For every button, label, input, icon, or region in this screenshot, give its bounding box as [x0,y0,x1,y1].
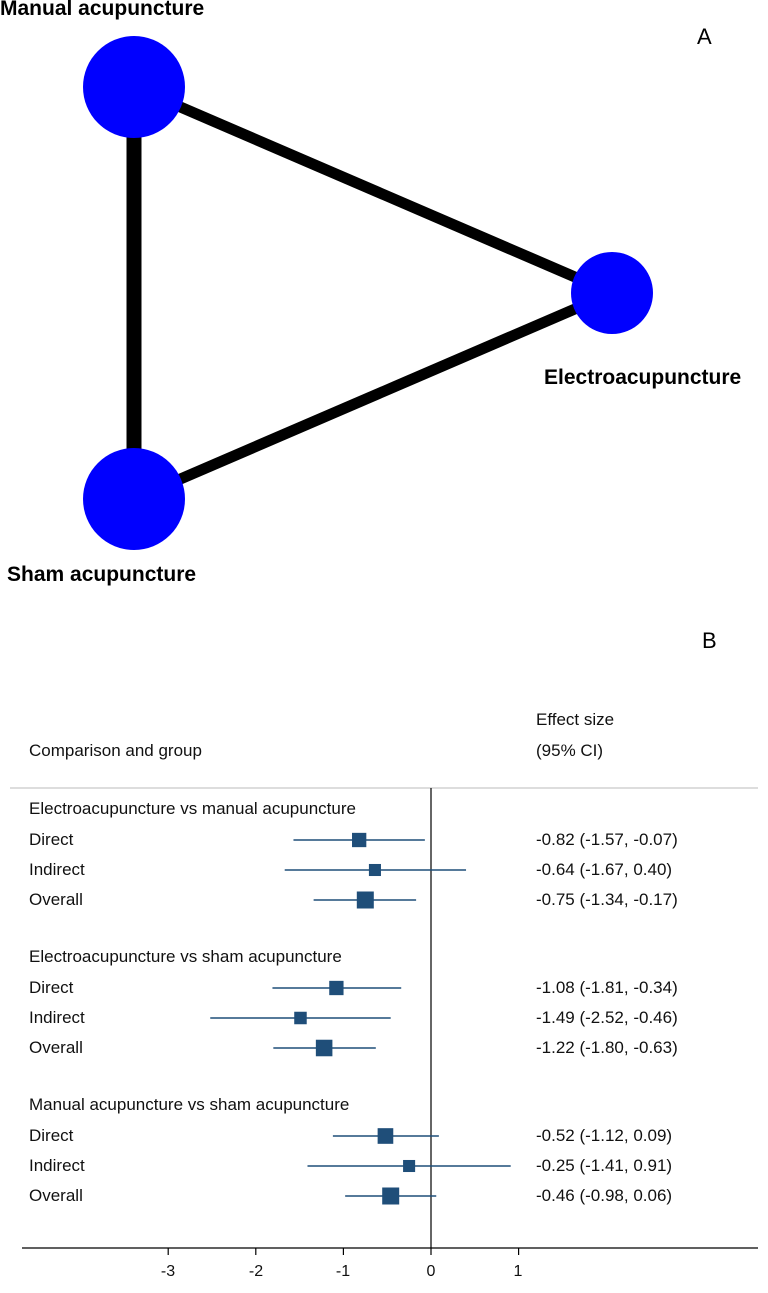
point-estimate [382,1187,400,1205]
network-edge-manual-electro [131,81,615,299]
row-label: Overall [29,1038,83,1057]
forest-header-right-2: (95% CI) [536,741,604,760]
node-label-electro: Electroacupuncture [544,366,742,389]
panel-letter-a: A [697,24,712,49]
group-title-1: Electroacupuncture vs manual acupuncture [29,799,356,818]
x-tick-label: -3 [160,1263,176,1280]
point-estimate [329,980,344,996]
forest-header-left: Comparison and group [29,741,202,760]
point-estimate [315,1039,333,1057]
network-node-electro [571,252,653,334]
group-title-3: Manual acupuncture vs sham acupuncture [29,1095,350,1114]
row-ci-text: -0.25 (-1.41, 0.91) [536,1156,673,1175]
row-label: Indirect [29,860,85,879]
row-ci-text: -0.75 (-1.34, -0.17) [536,890,678,909]
x-tick-label: -1 [335,1263,351,1280]
row-label: Direct [29,978,74,997]
group-title-2: Electroacupuncture vs sham acupuncture [29,947,342,966]
row-label: Direct [29,1126,74,1145]
x-tick-label: -2 [248,1263,264,1280]
point-estimate [377,1128,394,1144]
x-tick-label: 1 [513,1263,523,1280]
panel-letter-b: B [702,628,717,653]
node-label-sham: Sham acupuncture [7,563,197,586]
network-edge-electro-sham [131,287,615,505]
x-tick-label: 0 [426,1263,436,1280]
node-label-manual: Manual acupuncture [0,0,205,20]
row-label: Direct [29,830,74,849]
row-ci-text: -0.64 (-1.67, 0.40) [536,860,673,879]
point-estimate [368,863,381,877]
row-ci-text: -0.82 (-1.57, -0.07) [536,830,678,849]
point-estimate [352,832,367,848]
row-ci-text: -0.46 (-0.98, 0.06) [536,1186,673,1205]
forest-header-right-1: Effect size [536,710,615,729]
row-label: Indirect [29,1156,85,1175]
row-ci-text: -1.22 (-1.80, -0.63) [536,1038,678,1057]
row-label: Indirect [29,1008,85,1027]
point-estimate [294,1011,307,1025]
point-estimate [403,1159,416,1173]
row-ci-text: -0.52 (-1.12, 0.09) [536,1126,673,1145]
row-ci-text: -1.49 (-2.52, -0.46) [536,1008,678,1027]
network-node-sham [83,448,185,550]
point-estimate [356,891,374,909]
row-ci-text: -1.08 (-1.81, -0.34) [536,978,678,997]
network-node-manual [83,36,185,138]
row-label: Overall [29,1186,83,1205]
row-label: Overall [29,890,83,909]
